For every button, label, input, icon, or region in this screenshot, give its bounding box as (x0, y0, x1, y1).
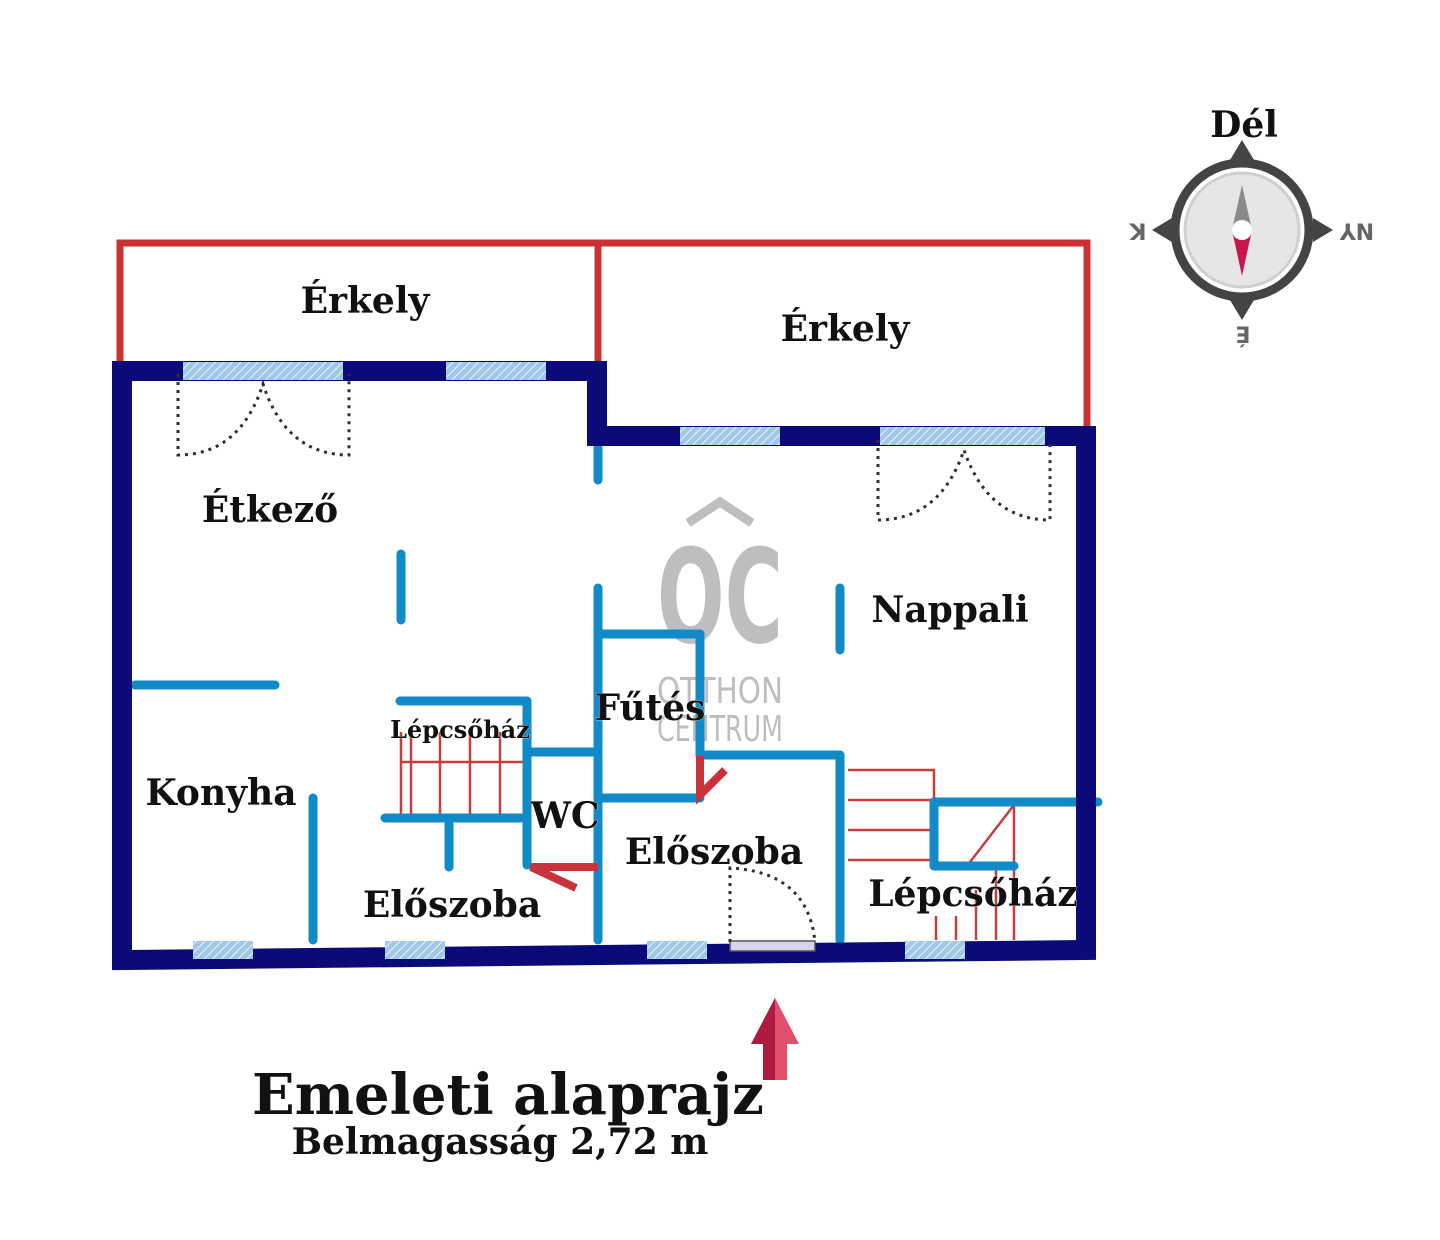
balcony-outline (116, 239, 1091, 428)
staircase-right (848, 768, 1016, 940)
room-label-futes: Fűtés (595, 687, 706, 729)
ceiling-height: Belmagasság 2,72 m (292, 1121, 709, 1163)
staircase-left (399, 732, 527, 816)
entry-markers (529, 756, 728, 892)
room-label-nappali: Nappali (871, 589, 1028, 631)
compass-left-label: K (1129, 218, 1147, 243)
door-swings (176, 374, 1052, 943)
room-label-eloszoba-center: Előszoba (625, 831, 803, 873)
outer-walls (112, 361, 1096, 971)
plan-title: Emeleti alaprajz (252, 1062, 764, 1128)
entrance-arrow-icon (751, 998, 799, 1080)
windows (183, 362, 1045, 959)
room-label-erkely-right: Érkely (781, 308, 911, 350)
room-label-eloszoba-left: Előszoba (363, 884, 541, 926)
compass-top-label: Dél (1210, 104, 1278, 146)
otthon-centrum-logo: OC OTTHON CENTRUM (657, 496, 783, 750)
room-label-lepcsohaz-left: Lépcsőház (390, 715, 530, 744)
compass-icon: Dél K NY É (1129, 104, 1375, 347)
logo-line-2: CENTRUM (657, 709, 783, 750)
room-label-lepcsohaz-right: Lépcsőház (868, 873, 1078, 915)
room-label-wc: WC (529, 795, 599, 837)
logo-line-1: OTTHON (657, 671, 783, 712)
room-label-konyha: Konyha (145, 772, 296, 814)
compass-bottom-label: É (1235, 321, 1250, 347)
logo-mark: OC (657, 521, 783, 673)
room-label-erkely-left: Érkely (301, 280, 431, 322)
interior-walls (130, 443, 1103, 945)
room-label-etkezo: Étkező (202, 489, 338, 531)
compass-right-label: NY (1339, 218, 1374, 243)
